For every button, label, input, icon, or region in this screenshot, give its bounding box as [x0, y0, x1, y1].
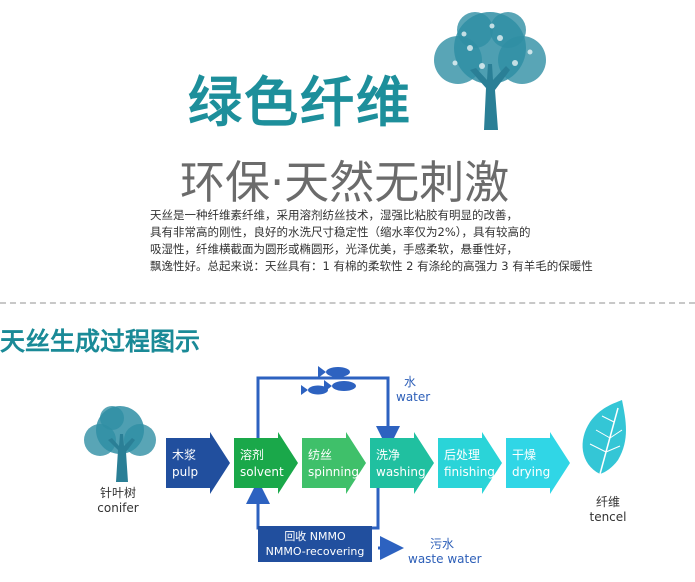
process-step-label-zh: 溶剂 — [240, 447, 264, 462]
process-step-label-zh: 后处理 — [444, 448, 480, 462]
process-step-label-en: drying — [512, 465, 550, 479]
description-line: 吸湿性，纤维横截面为圆形或椭圆形，光泽优美，手感柔软，悬垂性好， — [150, 242, 518, 256]
process-step-arrow — [302, 432, 366, 494]
process-step-label-zh: 木浆 — [172, 447, 196, 462]
page-title: 绿色纤维 — [188, 71, 412, 134]
slogan-heading: 环保·天然无刺激 — [180, 156, 510, 209]
fish-icon — [301, 366, 356, 395]
process-step-arrow — [234, 432, 298, 494]
nmmo-recovery-box — [258, 526, 372, 562]
description-line: 飘逸性好。总起来说：天丝具有：1 有棉的柔软性 2 有涤纶的高强力 3 有羊毛的… — [150, 259, 593, 273]
process-step-spinning: 纺丝 spinning — [302, 432, 366, 494]
product-label-en: tencel — [589, 510, 627, 524]
process-section-title: 天丝生成过程图示 — [0, 327, 201, 356]
water-label-zh: 水 — [404, 375, 417, 389]
process-step-arrow — [506, 432, 570, 494]
process-step-label-zh: 干燥 — [512, 448, 536, 462]
process-step-arrow — [166, 432, 230, 494]
water-label-en: water — [396, 390, 431, 404]
tree-logo-icon — [434, 12, 546, 130]
process-step-drying: 干燥 drying — [506, 432, 570, 494]
waste-water-label-zh: 污水 — [430, 537, 455, 551]
process-step-arrow — [438, 432, 502, 494]
description-line: 天丝是一种纤维素纤维，采用溶剂纺丝技术，湿强比粘胶有明显的改善， — [150, 208, 518, 222]
process-step-finishing: 后处理 finishing — [438, 432, 502, 494]
process-flow-diagram: 木浆 pulp 溶剂 solvent 纺丝 spinning 洗净 washing 后处理 fin… — [84, 366, 626, 562]
process-step-label-zh: 纺丝 — [308, 448, 332, 462]
leaf-icon — [582, 400, 626, 475]
conifer-tree-icon — [84, 406, 156, 482]
process-step-solvent: 溶剂 solvent — [234, 432, 298, 494]
waste-water-label-en: waste water — [408, 552, 482, 566]
process-step-label-zh: 洗净 — [376, 448, 400, 462]
description-line: 具有非常高的刚性，良好的水洗尺寸稳定性（缩水率仅为2%），具有较高的 — [150, 225, 531, 239]
process-step-label-en: spinning — [308, 465, 359, 479]
section-divider — [0, 302, 695, 304]
process-step-label-en: solvent — [240, 465, 284, 479]
process-step-pulp: 木浆 pulp — [166, 432, 230, 494]
process-step-arrow — [370, 432, 434, 494]
product-label-zh: 纤维 — [595, 495, 620, 509]
process-step-washing: 洗净 washing — [370, 432, 434, 494]
source-label-en: conifer — [97, 501, 139, 515]
recovery-label-zh: 回收 NMMO — [284, 529, 346, 543]
process-step-label-en: finishing — [444, 465, 495, 479]
process-step-label-en: pulp — [172, 465, 198, 479]
process-step-label-en: washing — [376, 465, 426, 479]
source-label-zh: 针叶树 — [99, 486, 136, 500]
recovery-label-en: NMMO-recovering — [266, 545, 365, 558]
water-flow-line — [256, 376, 400, 460]
